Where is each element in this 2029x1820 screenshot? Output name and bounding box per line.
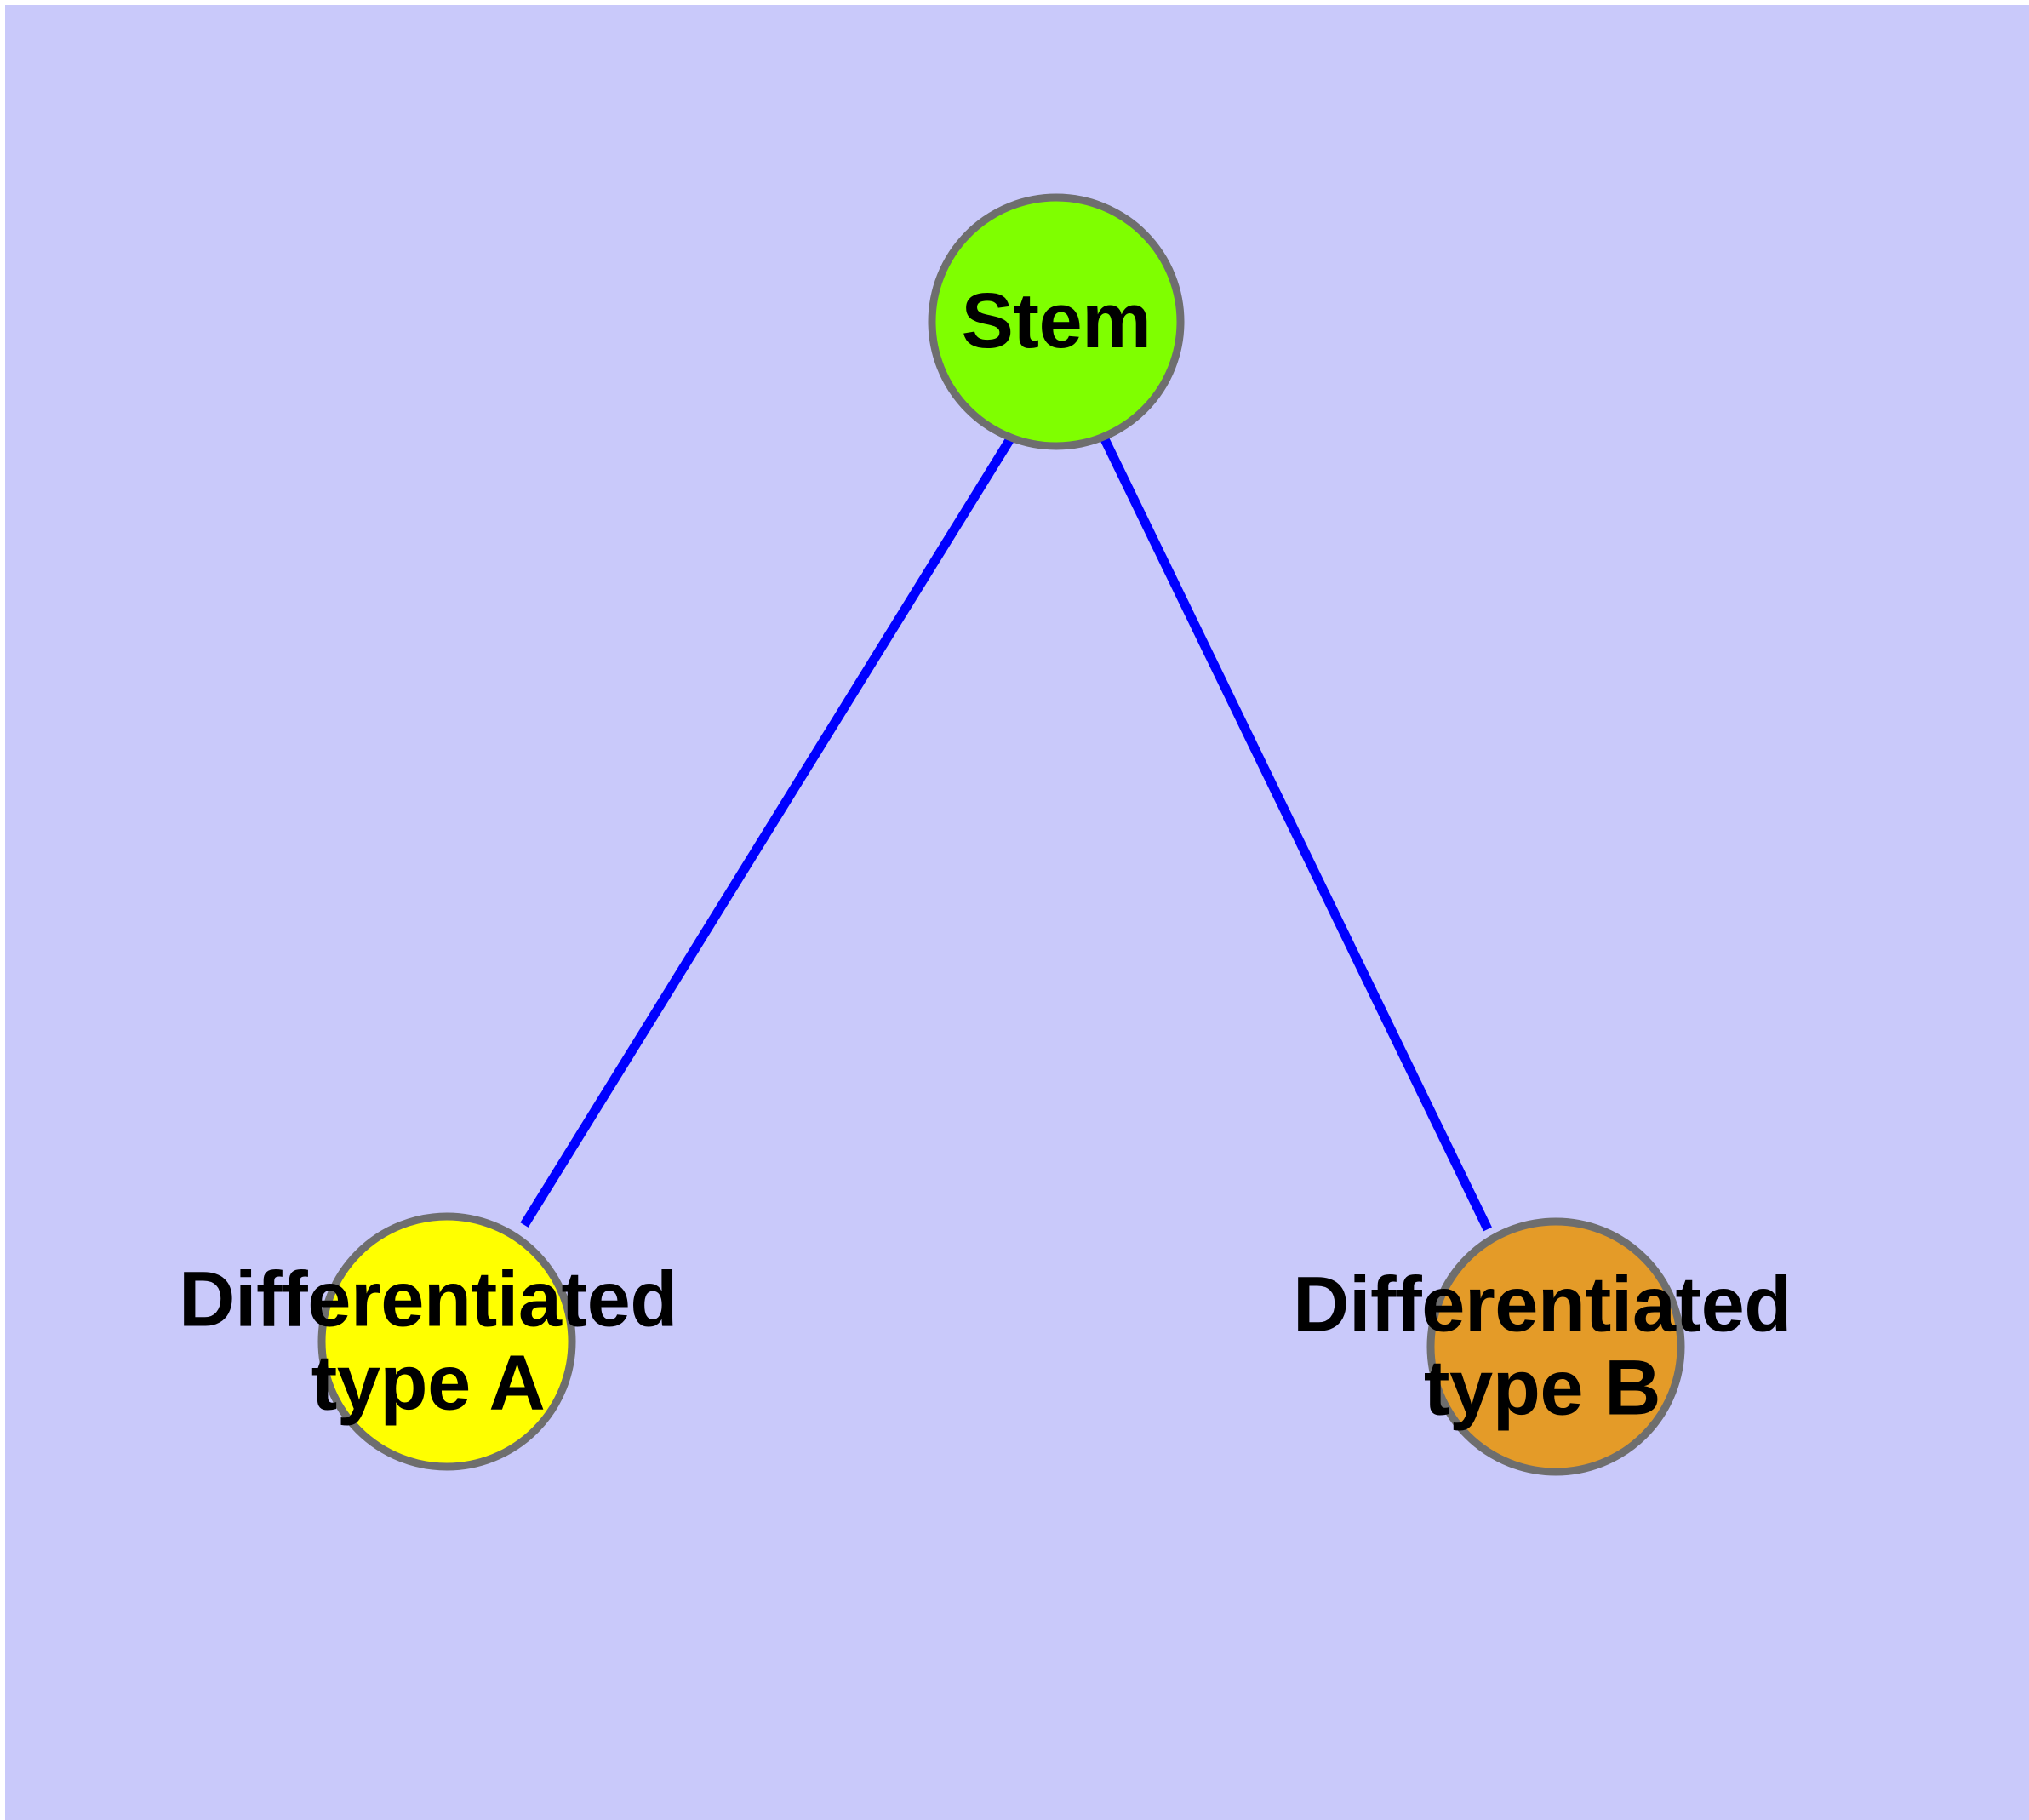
node-differentiated-type-a[interactable] <box>317 1212 576 1471</box>
graph-svg <box>317 193 1685 1476</box>
edge-stem-to-differentiated-type-a[interactable] <box>520 435 1015 1228</box>
edge-layer <box>520 435 1492 1232</box>
node-stem[interactable] <box>928 193 1185 450</box>
node-layer <box>317 193 1685 1476</box>
node-differentiated-type-b[interactable] <box>1426 1217 1685 1476</box>
edge-stem-to-differentiated-type-b[interactable] <box>1100 435 1492 1232</box>
